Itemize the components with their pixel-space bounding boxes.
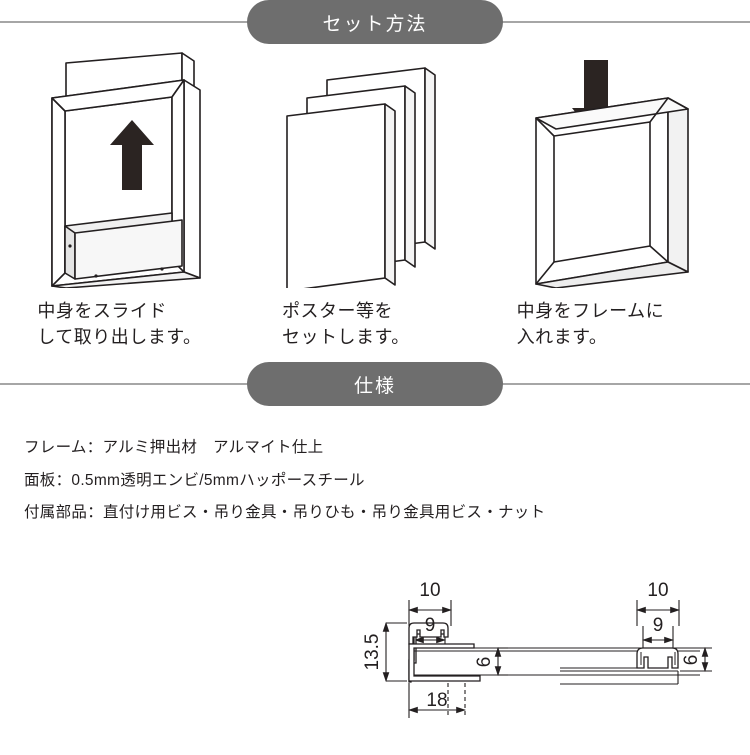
right-dim-10: 10 [647,580,668,601]
step-insert-caption-line1: 中身をフレームに [516,301,665,321]
spec-line-accessories: 付属部品：直付け用ビス・吊り金具・吊りひも・吊り金具用ビス・ナット [24,504,546,522]
step-insert-into-frame: 中身をフレームに 入れます。 [497,50,742,350]
right-dim-6: 6 [681,655,702,666]
left-dim-13-5: 13.5 [362,634,383,671]
spec-list: フレーム：アルミ押出材 アルマイト仕上 面板：0.5mm透明エンビ/5mmハッポ… [24,432,750,530]
frame-profile-dimension-drawing: 10 9 18 10 9 13.5 6 6 [362,580,712,718]
empty-frame-icon [534,60,689,288]
left-dim-9: 9 [425,615,436,636]
step-set-poster-caption-line1: ポスター等を [282,301,393,321]
spec-section-title: 仕様 [247,362,503,407]
step-insert-caption-line2: 入れます。 [516,327,608,348]
left-dim-6: 6 [474,657,495,668]
setup-section-banner: セット方法 [0,0,750,44]
step-slide-out: 中身をスライド して取り出します。 [8,50,253,350]
step-slide-out-caption-line2: して取り出します。 [37,327,202,348]
setup-section-title: セット方法 [247,0,503,44]
right-profile-group [560,600,712,685]
spec-line-panel: 面板：0.5mm透明エンビ/5mmハッポースチール [24,471,365,489]
step-set-poster: ポスター等を セットします。 [253,50,498,350]
step-set-poster-illustration [253,50,498,288]
arrow-up-icon [110,120,155,190]
frame-with-sliding-panel-icon [51,52,202,288]
step-slide-out-caption: 中身をスライド して取り出します。 [37,298,223,350]
left-dim-18: 18 [426,690,447,711]
cross-section-drawing: 10 9 18 10 9 13.5 6 6 [0,538,750,750]
step-set-poster-caption: ポスター等を セットします。 [282,298,468,350]
right-dim-9: 9 [653,615,664,636]
step-slide-out-illustration [8,50,253,288]
spec-section-banner: 仕様 [0,362,750,407]
left-dim-10: 10 [419,580,440,601]
step-slide-out-caption-line1: 中身をスライド [37,301,167,321]
stacked-sheets-icon [286,67,436,288]
step-insert-into-frame-illustration [497,50,742,288]
step-set-poster-caption-line2: セットします。 [282,327,410,348]
spec-line-frame: フレーム：アルミ押出材 アルマイト仕上 [24,439,324,457]
setup-steps: 中身をスライド して取り出します。 ポスター等を [0,50,750,350]
step-insert-into-frame-caption: 中身をフレームに 入れます。 [517,298,723,350]
